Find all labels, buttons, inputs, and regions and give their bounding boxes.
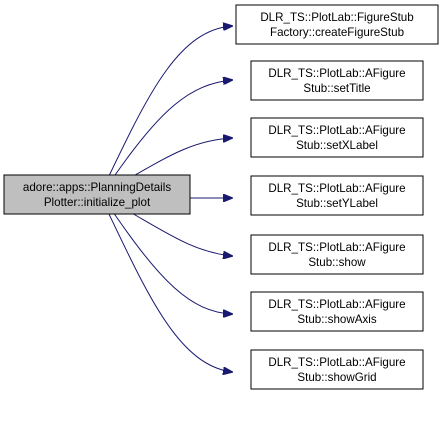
source-node-initialize-plot[interactable]: adore::apps::PlanningDetails Plotter::in… bbox=[3, 174, 191, 215]
target-node-label-line1: DLR_TS::PlotLab::FigureStub bbox=[260, 11, 413, 24]
target-node-label-line2: Stub::setTitle bbox=[303, 82, 370, 95]
target-node-set-xlabel[interactable]: DLR_TS::PlotLab::AFigure Stub::setXLabel bbox=[250, 117, 424, 158]
target-node-label-line1: DLR_TS::PlotLab::AFigure bbox=[268, 124, 405, 137]
target-node-label-line2: Factory::createFigureStub bbox=[270, 26, 404, 39]
target-node-set-title[interactable]: DLR_TS::PlotLab::AFigure Stub::setTitle bbox=[250, 60, 424, 101]
target-node-label-line1: DLR_TS::PlotLab::AFigure bbox=[268, 298, 405, 311]
edge-to-show-grid bbox=[107, 211, 232, 372]
target-node-show-axis[interactable]: DLR_TS::PlotLab::AFigure Stub::showAxis bbox=[250, 291, 424, 332]
edge-to-create-figure-stub bbox=[107, 26, 232, 179]
target-node-label-line2: Stub::showAxis bbox=[297, 313, 376, 326]
target-node-show[interactable]: DLR_TS::PlotLab::AFigure Stub::show bbox=[250, 234, 424, 275]
target-node-show-grid[interactable]: DLR_TS::PlotLab::AFigure Stub::showGrid bbox=[250, 349, 424, 390]
target-node-label-line1: DLR_TS::PlotLab::AFigure bbox=[268, 182, 405, 195]
edge-to-set-title bbox=[112, 80, 232, 179]
target-node-label-line1: DLR_TS::PlotLab::AFigure bbox=[268, 241, 405, 254]
edge-to-set-xlabel bbox=[129, 138, 232, 179]
target-node-set-ylabel[interactable]: DLR_TS::PlotLab::AFigure Stub::setYLabel bbox=[250, 175, 424, 216]
target-node-label-line2: Stub::show bbox=[308, 256, 366, 269]
target-node-label-line2: Stub::setYLabel bbox=[296, 197, 378, 210]
target-node-create-figure-stub[interactable]: DLR_TS::PlotLab::FigureStub Factory::cre… bbox=[235, 4, 439, 45]
source-node-line1: adore::apps::PlanningDetails bbox=[23, 181, 171, 194]
target-node-label-line1: DLR_TS::PlotLab::AFigure bbox=[268, 67, 405, 80]
edge-to-show bbox=[129, 211, 232, 256]
call-edges bbox=[107, 26, 232, 372]
edge-to-show-axis bbox=[112, 211, 232, 314]
target-node-label-line2: Stub::showGrid bbox=[297, 371, 376, 384]
target-node-label-line1: DLR_TS::PlotLab::AFigure bbox=[268, 356, 405, 369]
target-node-label-line2: Stub::setXLabel bbox=[296, 139, 378, 152]
source-node-line2: Plotter::initialize_plot bbox=[44, 196, 151, 209]
